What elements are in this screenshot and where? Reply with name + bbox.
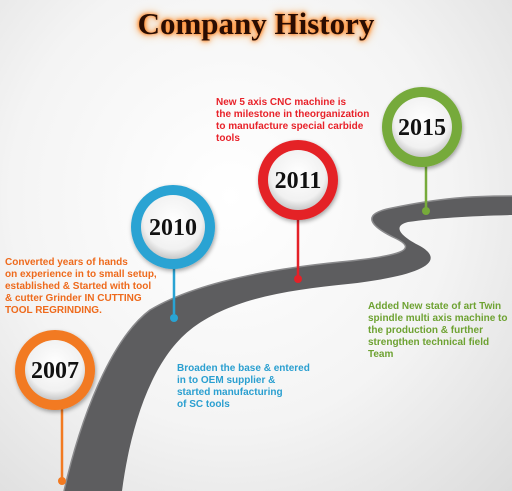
pin-face-2007 [25, 340, 85, 400]
description-line: the milestone in theorganization [216, 109, 370, 120]
description-line: strengthen technical field [368, 337, 490, 348]
milestone-2015: 2015 [382, 87, 462, 215]
year-label-2010: 2010 [149, 215, 197, 241]
year-label-2007: 2007 [31, 358, 79, 384]
description-line: spindle multi axis machine to [368, 313, 508, 324]
pin-anchor-2010 [170, 314, 178, 322]
description-line: TOOL REGRINDING. [5, 305, 102, 316]
milestone-2007: 2007 [15, 330, 95, 485]
milestone-description-2010: Broaden the base & entered in to OEM sup… [177, 363, 310, 411]
description-line: Added New state of art Twin [368, 301, 502, 312]
pin-face-2015 [392, 97, 452, 157]
pin-anchor-2015 [422, 207, 430, 215]
description-line: Team [368, 349, 394, 360]
pin-anchor-2007 [58, 477, 66, 485]
description-line: & cutter Grinder IN CUTTING [5, 293, 142, 304]
milestone-2011: 2011 [258, 140, 338, 283]
year-label-2015: 2015 [398, 115, 446, 141]
road-surface [64, 196, 512, 491]
page-title: Company History [137, 6, 375, 41]
year-label-2011: 2011 [275, 168, 322, 194]
description-line: of SC tools [177, 399, 230, 410]
description-line: Converted years of hands [5, 257, 128, 268]
pin-face-2010 [141, 195, 205, 259]
milestone-description-2007: Converted years of hands on experience i… [5, 257, 157, 317]
description-line: tools [216, 133, 240, 144]
road [63, 195, 512, 491]
milestone-description-2011: New 5 axis CNC machine is the milestone … [216, 97, 369, 145]
milestone-2010: 2010 [131, 185, 215, 322]
road-edge-highlight [63, 195, 512, 491]
description-line: to manufacture special carbide [216, 121, 364, 132]
pin-face-2011 [268, 150, 328, 210]
description-line: the production & further [368, 325, 483, 336]
description-line: New 5 axis CNC machine is [216, 97, 347, 108]
milestone-description-2015: Added New state of art Twin spindle mult… [368, 301, 507, 361]
description-line: established & Started with tool [5, 281, 152, 292]
description-line: on experience in to small setup, [5, 269, 157, 280]
description-line: Broaden the base & entered [177, 363, 310, 374]
pin-anchor-2011 [294, 275, 302, 283]
description-line: started manufacturing [177, 387, 283, 398]
description-line: in to OEM supplier & [177, 375, 276, 386]
